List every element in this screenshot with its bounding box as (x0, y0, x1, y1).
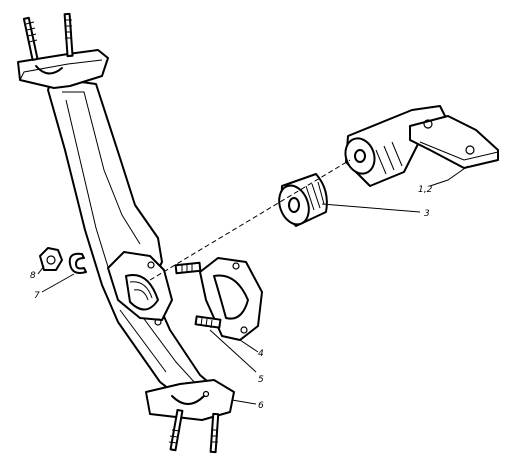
upper-clamp (17, 12, 109, 89)
bolts (174, 261, 222, 329)
assembly-axis (149, 159, 351, 281)
callout-3: 3 (321, 203, 430, 219)
lower-clamp (145, 379, 235, 454)
rubber-bushing (278, 173, 328, 227)
callout-5: 5 (209, 329, 264, 385)
callout-label: 4 (258, 349, 264, 359)
mounting-bracket (344, 105, 499, 187)
callout-7: 7 (34, 273, 75, 301)
callout-label: 3 (424, 209, 430, 219)
main-arm (47, 77, 221, 406)
nut-and-washer (39, 247, 87, 274)
callout-1-2: 1,2 (418, 165, 469, 195)
callout-label: 8 (30, 271, 36, 281)
middle-clamp (107, 251, 173, 326)
callout-4: 4 (239, 339, 264, 359)
callout-label: 5 (258, 375, 264, 385)
callout-8: 8 (30, 265, 45, 281)
callout-label: 6 (258, 401, 264, 411)
half-clamp (199, 257, 263, 341)
callout-6: 6 (231, 399, 264, 411)
callout-label: 7 (34, 291, 40, 301)
callout-label: 1,2 (418, 185, 433, 195)
